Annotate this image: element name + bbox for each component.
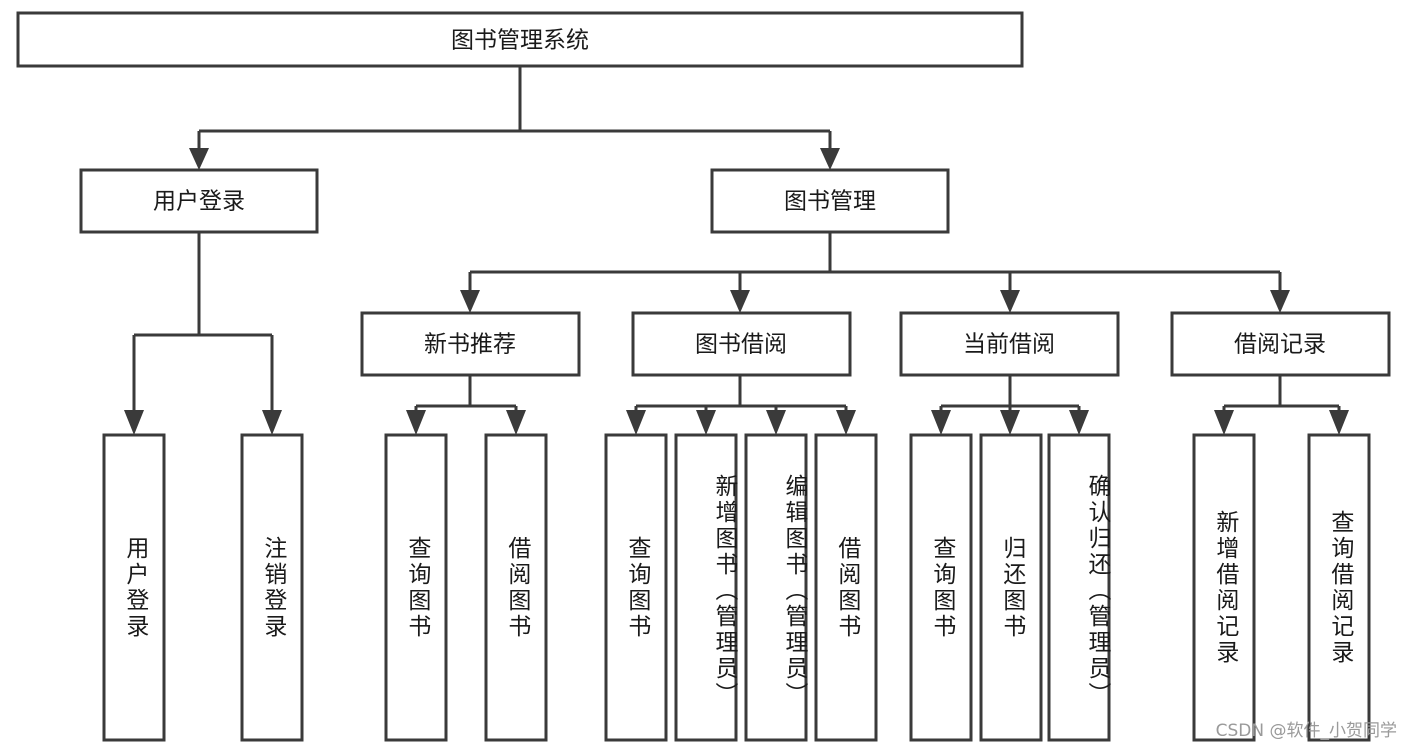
arrow-head-borrow-record (1270, 290, 1290, 313)
node-new-book-recommend-box[interactable] (360, 311, 581, 377)
leaf-box-user-login[interactable] (102, 433, 166, 742)
node-book-borrow-label: 图书借阅 (695, 332, 787, 358)
node-borrow-record-box[interactable] (1170, 311, 1391, 377)
arrow-head-user-login (189, 148, 209, 170)
arrow-head-br-leaf-1 (1214, 410, 1234, 435)
node-root-box[interactable] (16, 11, 1024, 68)
node-book-borrow-box[interactable] (631, 311, 852, 377)
arrow-head-nb-leaf-1 (406, 410, 426, 435)
node-user-login-box[interactable] (79, 168, 319, 234)
node-new-book-recommend-label: 新书推荐 (424, 332, 516, 358)
leaf-box-cb-return-book[interactable] (979, 433, 1043, 742)
arrow-head-book-mgmt (820, 148, 840, 170)
arrow-head-book-borrow (730, 290, 750, 313)
node-borrow-record-label: 借阅记录 (1234, 332, 1326, 358)
leaf-box-cb-confirm-return[interactable] (1047, 433, 1111, 742)
arrow-head-bb-leaf-3 (766, 410, 786, 435)
arrow-head-current-borrow (1000, 290, 1020, 313)
arrow-head-leaf-logout (262, 410, 282, 435)
node-current-borrow-label: 当前借阅 (963, 332, 1055, 358)
node-root-label: 图书管理系统 (451, 28, 589, 54)
arrow-head-leaf-user-login (124, 410, 144, 435)
leaf-box-nb-borrow-book[interactable] (484, 433, 548, 742)
arrow-head-cb-leaf-3 (1069, 410, 1089, 435)
arrow-head-new-book-recommend (460, 290, 480, 313)
arrow-head-nb-leaf-2 (506, 410, 526, 435)
node-current-borrow-box[interactable] (899, 311, 1120, 377)
leaf-box-bb-borrow-book[interactable] (814, 433, 878, 742)
node-book-mgmt-label: 图书管理 (784, 189, 876, 215)
leaf-box-cb-query-book[interactable] (909, 433, 973, 742)
leaf-box-bb-add-book[interactable] (674, 433, 738, 742)
arrow-head-bb-leaf-1 (626, 410, 646, 435)
leaf-box-br-add-record[interactable] (1192, 433, 1256, 742)
arrow-head-cb-leaf-1 (931, 410, 951, 435)
arrow-head-br-leaf-2 (1329, 410, 1349, 435)
leaf-box-nb-query-book[interactable] (384, 433, 448, 742)
node-user-login-label: 用户登录 (153, 189, 245, 215)
node-layer: 图书管理系统 用户登录 图书管理 新书推荐 图书借阅 当前借阅 借阅记录 (16, 11, 1391, 742)
arrow-head-cb-leaf-2 (1000, 410, 1020, 435)
leaf-box-logout[interactable] (240, 433, 304, 742)
arrow-head-bb-leaf-4 (836, 410, 856, 435)
leaf-box-bb-edit-book[interactable] (744, 433, 808, 742)
leaf-box-br-query-record[interactable] (1307, 433, 1371, 742)
connector-layer (124, 66, 1349, 435)
node-book-mgmt-box[interactable] (710, 168, 950, 234)
arrow-head-bb-leaf-2 (696, 410, 716, 435)
leaf-box-bb-query-book[interactable] (604, 433, 668, 742)
